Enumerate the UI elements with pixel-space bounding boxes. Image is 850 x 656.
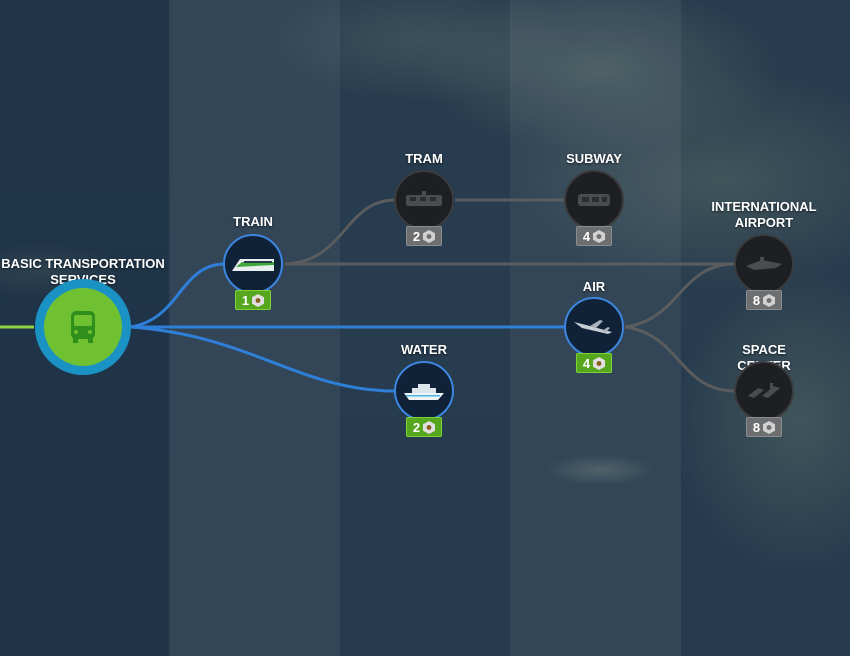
subway-icon [578,194,610,206]
dev-point-icon [763,420,776,434]
node-air[interactable] [564,297,624,357]
node-international-airport[interactable] [734,234,794,294]
dev-point-icon [423,420,436,434]
link-air-space-center [624,325,736,393]
dev-point-icon [593,229,606,243]
train-icon [232,259,274,271]
airplane-icon [574,320,612,334]
node-subway[interactable] [564,170,624,230]
bus-icon [71,311,95,343]
node-label-air: AIR [582,279,606,294]
node-label-intl-airport: INTERNATIONAL AIRPORT [711,199,817,230]
dev-point-icon [423,229,436,243]
cost-badge-tram: 2 [406,226,442,246]
cost-value-train: 1 [241,292,250,308]
cost-badge-subway: 4 [576,226,612,246]
cost-value-air: 4 [582,355,591,371]
cost-badge-space-center: 8 [746,417,782,437]
dev-point-icon [763,293,776,307]
cruise-ship-icon [404,384,444,400]
node-label-tram: TRAM [405,151,443,166]
node-basic-inner [44,288,122,366]
link-basic-train [129,262,226,329]
cost-value-intl-airport: 8 [752,292,761,308]
dev-point-icon [593,356,606,370]
dev-point-icon [252,293,265,307]
node-tram[interactable] [394,170,454,230]
cost-badge-air: 4 [576,353,612,373]
cost-badge-water: 2 [406,417,442,437]
cost-value-water: 2 [412,419,421,435]
node-basic-transportation[interactable] [35,279,131,375]
node-label-water: WATER [401,342,447,357]
link-basic-water [129,325,396,393]
link-train-tram [284,198,396,266]
cost-value-space-center: 8 [752,419,761,435]
cost-value-tram: 2 [412,228,421,244]
cost-badge-train: 1 [235,290,271,310]
space-center-icon [748,383,780,398]
node-label-train: TRAIN [233,214,273,229]
cost-badge-intl-airport: 8 [746,290,782,310]
node-water[interactable] [394,361,454,421]
international-airport-icon [746,257,782,270]
node-space-center[interactable] [734,361,794,421]
cost-value-subway: 4 [582,228,591,244]
link-air-intl-airport [624,262,736,329]
node-train[interactable] [223,234,283,294]
tram-icon [406,191,442,206]
node-label-subway: SUBWAY [566,151,622,166]
